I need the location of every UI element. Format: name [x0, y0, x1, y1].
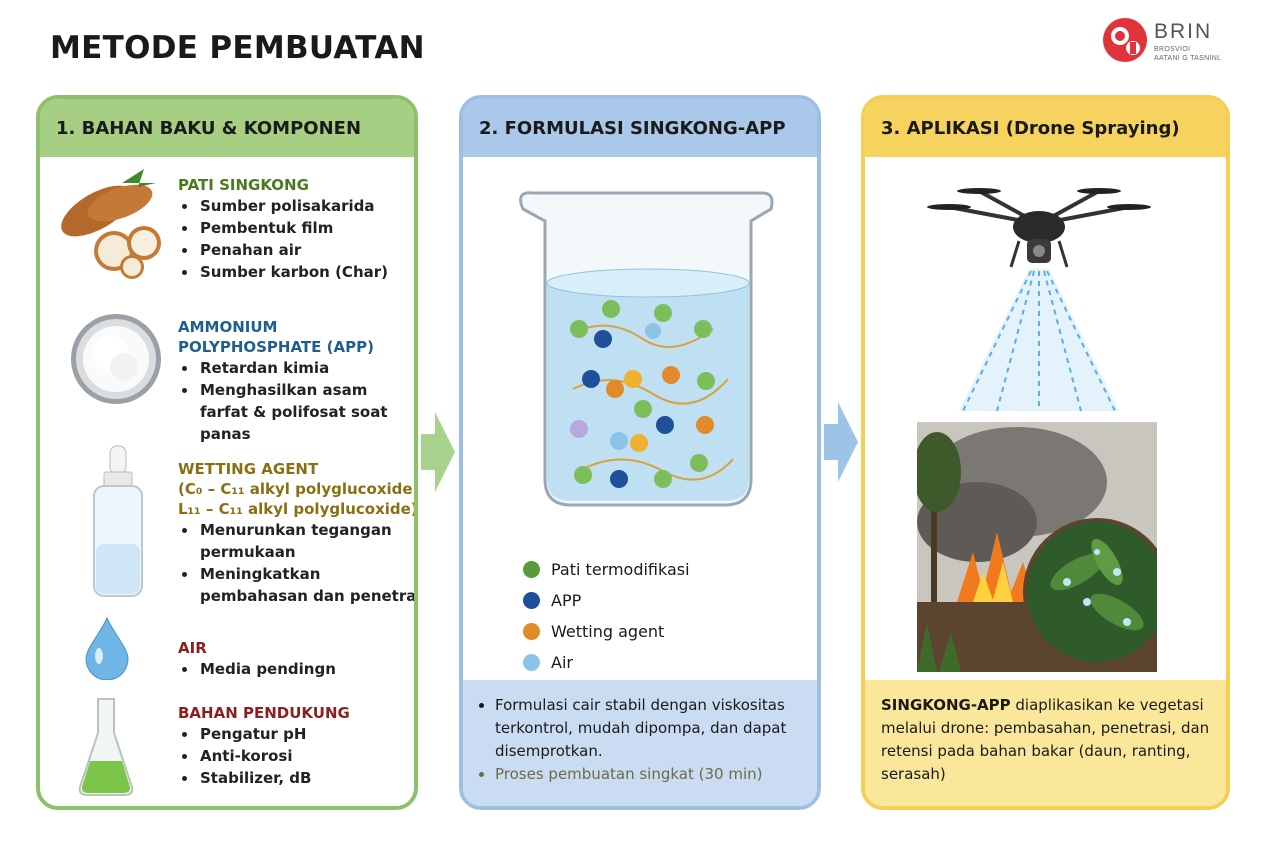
page-title: METODE PEMBUATAN [50, 30, 425, 66]
item-title: AMMONIUM POLYPHOSPHATE (APP) [178, 318, 374, 356]
logo-wordmark: BRIN [1154, 20, 1213, 43]
panel-raw-materials: 1. BAHAN BAKU & KOMPONEN PATI SINGKONG S… [36, 95, 418, 810]
arrow-right-icon [824, 402, 858, 482]
item-title: PATI SINGKONG [178, 176, 309, 194]
item-subtitle: (C₀ – C₁₁ alkyl polyglucoxide [178, 480, 413, 498]
product-name: SINGKONG-APP [881, 696, 1011, 714]
application-description: SINGKONG-APP diaplikasikan ke vegetasi m… [865, 680, 1226, 806]
formulation-notes: Formulasi cair stabil dengan viskositas … [463, 680, 817, 806]
forest-fire-image [917, 422, 1157, 672]
legend: Pati termodifikasi APP Wetting agent Air [523, 554, 690, 678]
list-item: Pengatur pH [198, 723, 350, 745]
list-item: Sumber polisakarida [198, 195, 388, 217]
legend-label: Air [551, 653, 573, 672]
legend-label: APP [551, 591, 582, 610]
item-air: AIR Media pendingn [178, 638, 336, 680]
drone-spraying-image [927, 188, 1151, 412]
item-title: WETTING AGENT [178, 460, 319, 478]
list-item: Retardan kimia [198, 357, 410, 379]
list-item: Menurunkan tegangan permukaan [198, 519, 400, 563]
brin-logo-icon [1103, 18, 1147, 62]
legend-dot [523, 561, 540, 578]
legend-item: APP [523, 585, 690, 616]
list-item: Menghasilkan asam farfat & polifosat soa… [198, 379, 410, 445]
list-item: Sumber karbon (Char) [198, 261, 388, 283]
cassava-image [61, 169, 161, 279]
dropper-bottle-image [93, 445, 143, 597]
item-ammonium-polyphosphate: AMMONIUM POLYPHOSPHATE (APP) Retardan ki… [178, 317, 410, 445]
beaker-image [519, 191, 774, 507]
legend-item: Wetting agent [523, 616, 690, 647]
list-item: Penahan air [198, 239, 388, 261]
powder-bowl-image [71, 314, 161, 404]
item-wetting-agent: WETTING AGENT (C₀ – C₁₁ alkyl polyglucox… [178, 459, 418, 607]
legend-dot [523, 623, 540, 640]
legend-label: Pati termodifikasi [551, 560, 690, 579]
panel-2-heading: 2. FORMULASI SINGKONG-APP [463, 99, 817, 157]
arrow-right-icon [421, 412, 455, 492]
list-item: Stabilizer, dB [198, 767, 350, 789]
list-item: Media pendingn [198, 658, 336, 680]
panel-1-heading: 1. BAHAN BAKU & KOMPONEN [40, 99, 414, 157]
item-subtitle: L₁₁ – C₁₁ alkyl polyglucoxide) [178, 500, 418, 518]
application-text: diaplikasikan ke vegetasi melalui drone:… [881, 696, 1210, 783]
list-item: Formulasi cair stabil dengan viskositas … [495, 694, 801, 763]
item-bahan-pendukung: BAHAN PENDUKUNG Pengatur pH Anti-korosi … [178, 703, 350, 789]
item-pati-singkong: PATI SINGKONG Sumber polisakarida Pemben… [178, 175, 388, 283]
panel-formulation: 2. FORMULASI SINGKONG-APP Pati termo [459, 95, 821, 810]
brin-logo: BRIN BROSVIOI AATANI G TASNINL [1100, 14, 1240, 70]
panel-application: 3. APLIKASI (Drone Spraying) [861, 95, 1230, 810]
legend-dot [523, 654, 540, 671]
legend-dot [523, 592, 540, 609]
list-item: Pembentuk film [198, 217, 388, 239]
legend-item: Pati termodifikasi [523, 554, 690, 585]
legend-item: Air [523, 647, 690, 678]
list-item: Anti-korosi [198, 745, 350, 767]
item-title: AIR [178, 639, 207, 657]
list-item: Meningkatkan pembahasan dan penetrasi [198, 563, 414, 607]
flask-image [78, 698, 134, 796]
list-item: Proses pembuatan singkat (30 min) [495, 763, 801, 786]
item-title: BAHAN PENDUKUNG [178, 704, 350, 722]
water-drop-icon [85, 616, 129, 680]
panel-3-heading: 3. APLIKASI (Drone Spraying) [865, 99, 1226, 157]
logo-subtitle-2: AATANI G TASNINL [1154, 55, 1222, 62]
logo-subtitle-1: BROSVIOI [1154, 46, 1191, 53]
legend-label: Wetting agent [551, 622, 665, 641]
